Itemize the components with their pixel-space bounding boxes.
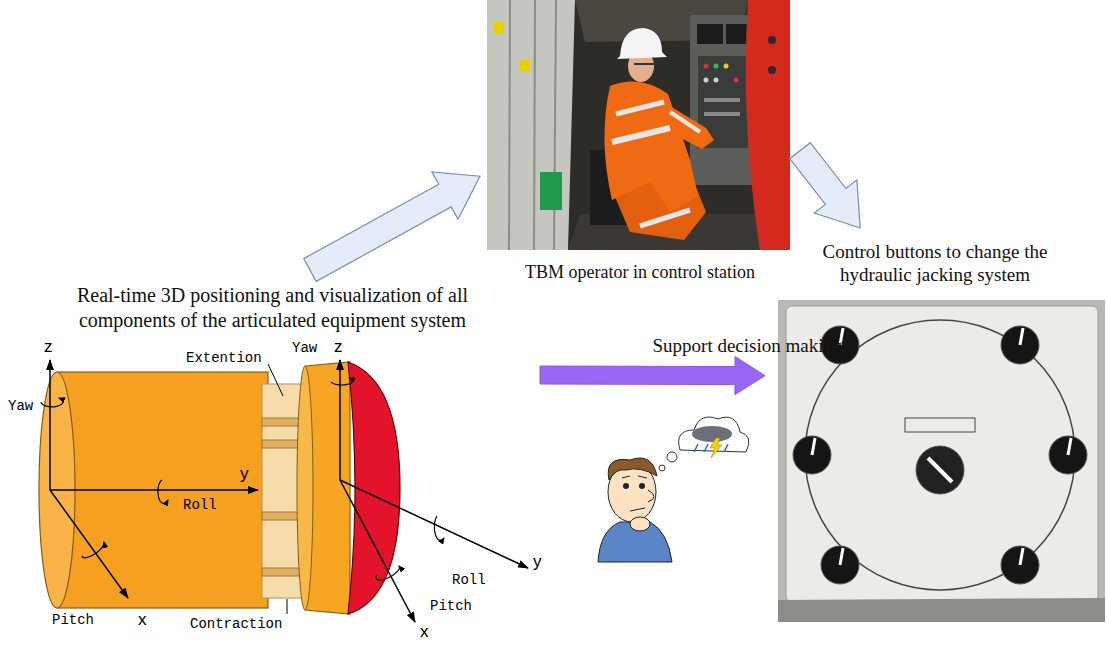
- control-knob: [793, 326, 1087, 584]
- operator-photo: [768, 66, 776, 74]
- tbm-body: [297, 366, 313, 610]
- operator-photo: [617, 28, 667, 59]
- operator-photo: [746, 0, 790, 250]
- operator-photo: [616, 102, 664, 114]
- thinking-person: [692, 426, 732, 442]
- control-panel-photo: [928, 458, 952, 482]
- rotation-arrow: [41, 378, 444, 580]
- control-panel-photo: [778, 300, 1105, 622]
- control-panel-photo: [778, 598, 1105, 622]
- operator-photo: [726, 24, 748, 44]
- leader-line: [268, 364, 283, 396]
- operator-photo: [554, 0, 556, 250]
- control-knob: [1020, 548, 1023, 565]
- operator-photo: [534, 0, 535, 250]
- flow-arrow: [304, 172, 480, 282]
- thinking-person: [630, 517, 650, 531]
- operator-photo: [509, 0, 510, 250]
- edge-label: Support decision making: [650, 335, 656, 357]
- operator-photo: [734, 78, 739, 83]
- operator-photo: [768, 36, 776, 44]
- operator-photo: [704, 64, 709, 69]
- coordinate-axes: [50, 489, 258, 491]
- panel-heading: Control buttons to change the hydraulic …: [790, 240, 1080, 286]
- operator-photo: [634, 63, 656, 65]
- operator-photo: [520, 60, 529, 71]
- tbm-body: [39, 362, 400, 614]
- rotation-arrow: [434, 516, 444, 540]
- thinking-person: [608, 458, 657, 480]
- thinking-person: [622, 476, 647, 478]
- operator-photo: [724, 64, 729, 69]
- thinking-person: [630, 508, 645, 511]
- control-knob: [1001, 326, 1039, 364]
- control-panel-photo: [786, 306, 1098, 602]
- control-knob: [821, 326, 859, 364]
- operator-photo: [714, 64, 719, 69]
- operator-photo: [494, 22, 504, 34]
- coordinate-axes: [49, 360, 51, 490]
- operator-photo: [670, 112, 700, 132]
- rotation-arrow: [331, 378, 353, 385]
- flow-arrow: [790, 143, 861, 228]
- operator-photo: [704, 112, 740, 116]
- thinking-person: [710, 438, 722, 458]
- thinking-person: [598, 417, 749, 562]
- rotation-arrow: [41, 398, 63, 407]
- panel-heading: Real-time 3D positioning and visualizati…: [28, 283, 518, 333]
- control-knob: [840, 548, 843, 565]
- operator-photo: [540, 172, 562, 210]
- operator-photo: [697, 24, 723, 44]
- figure-panel: Control buttons to change the hydraulic …: [765, 228, 1105, 650]
- operator-photo: [487, 0, 790, 250]
- leader-line: [287, 599, 288, 614]
- thinking-person: [667, 452, 677, 462]
- control-knob: [840, 328, 843, 345]
- thinking-person: [704, 444, 708, 452]
- operator-photo: [487, 0, 790, 250]
- thinking-person: [724, 444, 728, 452]
- control-knob: [821, 546, 859, 584]
- coordinate-axes: [340, 480, 528, 568]
- thinking-person: [694, 444, 698, 452]
- figure-panel: TBM operator in control station: [480, 3, 800, 287]
- control-knob: [812, 438, 815, 455]
- thinking-person: [639, 483, 645, 489]
- rotation-arrow: [158, 480, 168, 503]
- operator-photo: [704, 98, 740, 102]
- operator-photo: [612, 128, 670, 142]
- photo-caption: TBM operator in control station: [480, 261, 800, 283]
- control-panel-photo: [916, 446, 964, 494]
- flow-arrow: [540, 357, 765, 395]
- thinking-person: [648, 490, 654, 502]
- thinking-person: [623, 483, 629, 489]
- coordinate-axes: [50, 490, 128, 598]
- operator-photo: [714, 78, 719, 83]
- control-panel-photo: [805, 320, 1075, 590]
- operator-photo: [640, 210, 690, 226]
- control-knob: [1001, 546, 1039, 584]
- coordinate-axes: [340, 480, 415, 622]
- rotation-arrow: [82, 542, 104, 558]
- control-knob: [1068, 438, 1071, 455]
- operator-photo: [604, 82, 698, 213]
- control-knob: [1049, 436, 1087, 474]
- control-knob: [793, 436, 831, 474]
- coordinate-axes: [50, 360, 528, 622]
- operator-photo: [704, 78, 709, 83]
- control-panel-photo: [905, 418, 975, 432]
- leader-line: [268, 364, 287, 614]
- operator-photo: [654, 100, 714, 149]
- operator-photo: [690, 15, 752, 185]
- rotation-arrow: [376, 566, 399, 580]
- control-panel-photo: [778, 300, 1105, 622]
- thinking-person: [659, 465, 665, 471]
- control-knob: [1020, 328, 1023, 345]
- operator-photo: [487, 0, 575, 250]
- coordinate-axes: [339, 360, 341, 480]
- figure-panel: Real-time 3D positioning and visualizati…: [5, 270, 540, 645]
